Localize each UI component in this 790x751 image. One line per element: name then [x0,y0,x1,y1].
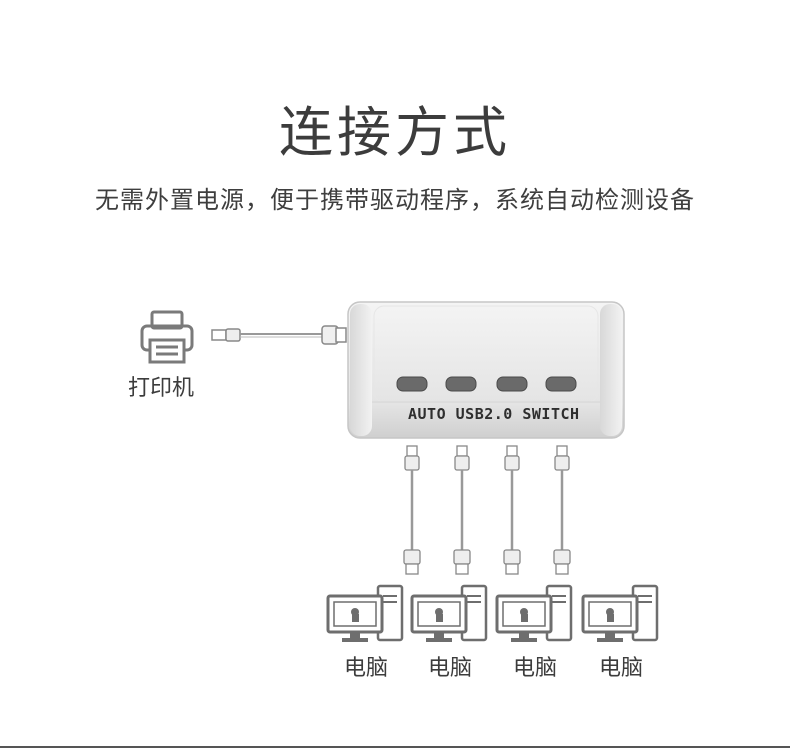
page-subtitle: 无需外置电源，便于携带驱动程序，系统自动检测设备 [95,186,695,214]
computer-icon-3 [495,584,573,642]
computer-icon-4 [581,584,659,642]
computer-label-4: 电脑 [598,656,643,681]
switch-label: AUTO USB2.0 SWITCH [408,405,580,423]
computer-label-2: 电脑 [427,656,472,681]
printer-icon [140,310,194,364]
computer-cables [403,445,571,575]
bottom-divider [0,746,790,748]
printer-label: 打印机 [128,376,195,401]
page-title: 连接方式 [279,101,511,164]
switch-buttons [396,376,577,392]
computer-icon-1 [326,584,404,642]
computer-icon-2 [410,584,488,642]
usb-switch-box [347,301,625,439]
computer-label-3: 电脑 [512,656,557,681]
printer-cable [211,325,347,345]
computer-label-1: 电脑 [343,656,388,681]
